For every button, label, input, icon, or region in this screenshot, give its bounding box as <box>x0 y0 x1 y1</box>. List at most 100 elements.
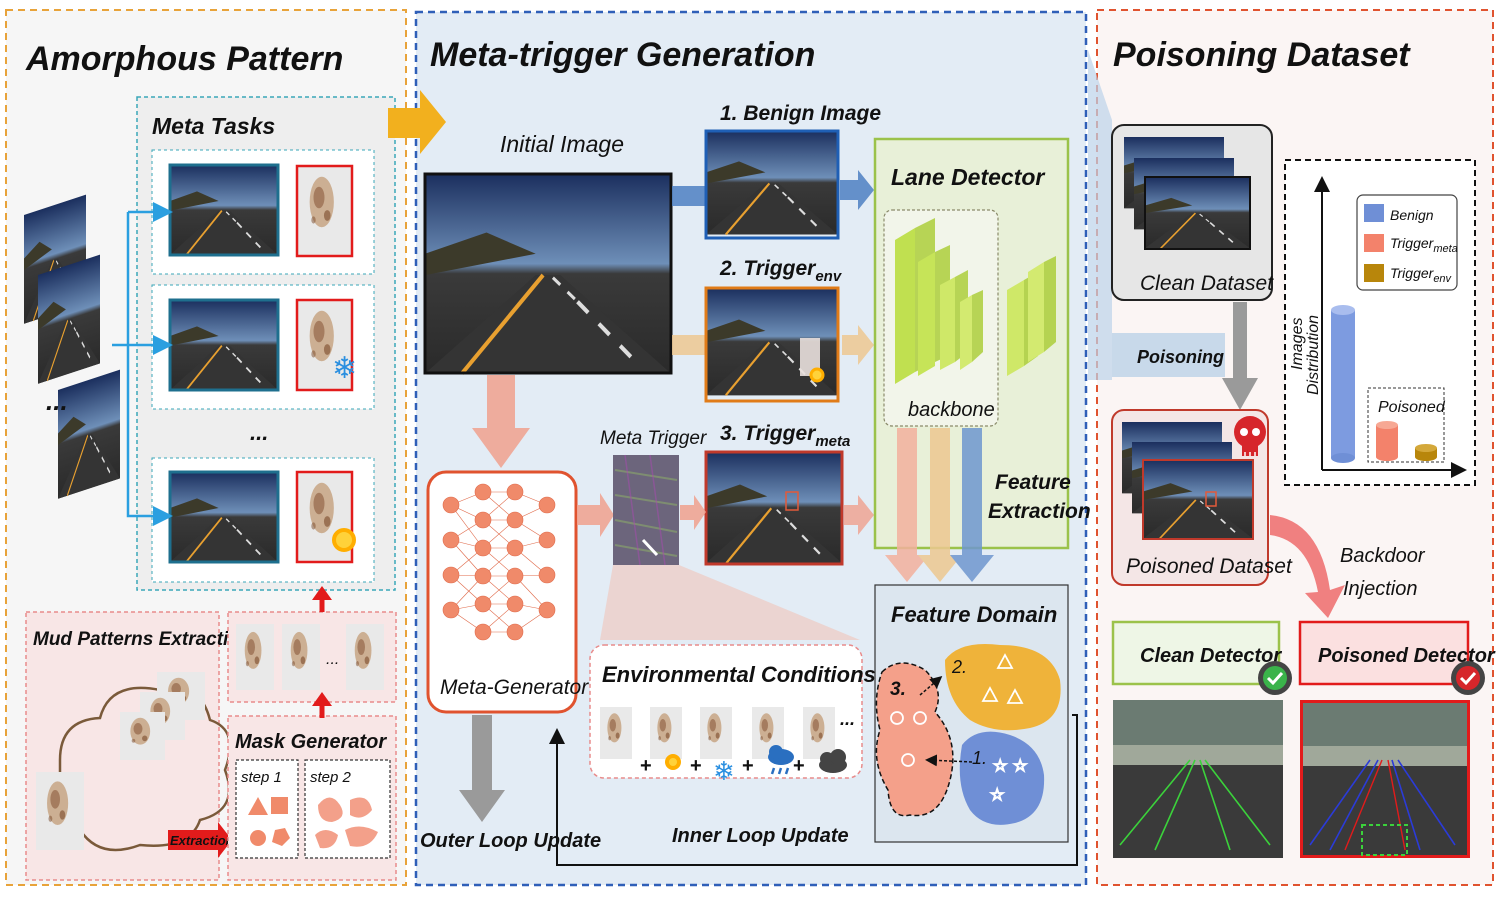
clean-detector-image <box>1113 700 1283 858</box>
legend-swatch-env <box>1364 264 1384 282</box>
checkmark-badge-red-icon <box>1451 661 1485 695</box>
trigger-meta-label: 3. Triggermeta <box>720 422 850 450</box>
backdoor-label-1: Backdoor <box>1340 545 1426 567</box>
distribution-axis-label-2: Distribution <box>1305 315 1322 395</box>
poisoned-dataset-images <box>1121 421 1254 540</box>
benign-image <box>704 129 840 240</box>
domain-circles <box>890 711 927 767</box>
domain-env-blob <box>945 644 1061 731</box>
clean-detector-header <box>1111 620 1281 686</box>
clean-to-poisoned-arrow <box>1222 302 1258 410</box>
extraction-arrow <box>168 822 232 858</box>
legend-label-env: Triggerenv <box>1390 265 1453 285</box>
domain-arrow-3 <box>919 676 943 696</box>
meta-to-detector <box>844 495 874 535</box>
distribution-axis-label-1: Images <box>1289 318 1306 370</box>
benign-to-detector <box>840 170 874 210</box>
domain-label-1: 1. <box>972 748 987 768</box>
trigger-meta-image <box>704 450 844 566</box>
domain-benign-blob <box>959 731 1045 825</box>
domain-arrow-1 <box>925 754 973 767</box>
domain-label-3: 3. <box>890 679 906 700</box>
feature-domain-title: Feature Domain <box>891 602 1057 627</box>
task-arrows <box>112 202 173 526</box>
sun-icon <box>332 528 356 552</box>
env-more: ... <box>840 709 855 729</box>
env-sun-cond-icon <box>665 754 681 770</box>
env-plus-signs: + + + + <box>640 755 805 777</box>
step2-shapes <box>315 797 378 849</box>
poisoning-title: Poisoning Dataset <box>1113 36 1411 74</box>
env-to-detector <box>842 325 874 365</box>
trigger-env-label: 2. Triggerenv <box>719 257 843 285</box>
initial-image <box>425 174 671 374</box>
meta-generator-box <box>426 470 578 714</box>
task-row-1 <box>151 149 375 275</box>
backdoor-arrow <box>1270 515 1345 618</box>
backdoor-label-2: Injection <box>1343 578 1418 600</box>
metagen-to-poison-wedge <box>1088 50 1112 380</box>
legend-label-meta: Triggermeta <box>1390 235 1458 255</box>
clean-detector-label: Clean Detector <box>1140 645 1282 667</box>
backbone-label: backbone <box>908 399 995 421</box>
svg-text:+: + <box>793 755 805 777</box>
poisoning-label: Poisoning <box>1137 347 1224 367</box>
poisoned-dataset-label: Poisoned Dataset <box>1126 555 1293 578</box>
orange-flow-arrow <box>388 90 446 154</box>
step1-label: step 1 <box>241 769 282 786</box>
poisoned-detector-image <box>1300 700 1470 858</box>
domain-stars: ☆ ☆ ☆ <box>989 757 1028 805</box>
trigger-env-bar <box>1415 444 1437 461</box>
stack-ellipsis: ... <box>46 386 68 416</box>
cloud-shape <box>52 686 232 852</box>
mask-dots: ... <box>326 651 339 668</box>
meta-tasks-title: Meta Tasks <box>152 113 275 139</box>
svg-text:+: + <box>640 755 652 777</box>
snowflake-icon: ❄ <box>332 352 357 385</box>
poisoned-detector-label: Poisoned Detector <box>1318 645 1496 667</box>
clean-dataset-images <box>1123 136 1251 250</box>
task-row-3 <box>151 457 375 583</box>
env-snow-icon: ❄ <box>713 756 735 786</box>
feature-arrows <box>885 428 994 582</box>
trigger-to-meta-image <box>680 495 706 530</box>
arrow-to-generator <box>472 375 530 468</box>
outer-loop-arrow <box>459 715 505 822</box>
benign-image-label: 1. Benign Image <box>720 102 881 125</box>
meta-generator-label: Meta-Generator <box>440 676 589 699</box>
generator-to-trigger <box>577 493 614 537</box>
backbone-layers <box>895 218 1056 384</box>
dark-cloud-icon <box>819 749 847 773</box>
tasks-ellipsis: ... <box>250 420 268 445</box>
initial-image-label: Initial Image <box>500 131 624 157</box>
inner-loop-label: Inner Loop Update <box>672 825 849 847</box>
legend-swatch-meta <box>1364 234 1384 252</box>
feature-extraction-label-1: Feature <box>995 471 1071 494</box>
domain-meta-blob <box>875 662 954 817</box>
meta-trigger-patch <box>613 454 679 566</box>
svg-text:+: + <box>742 755 754 777</box>
step1-shapes <box>248 797 290 846</box>
poisoned-detector-header <box>1298 620 1470 686</box>
feature-extraction-label-2: Extraction <box>988 500 1091 523</box>
step2-label: step 2 <box>310 769 352 786</box>
legend-swatch-benign <box>1364 204 1384 222</box>
task-row-2: ❄ <box>151 284 375 410</box>
svg-text:☆: ☆ <box>1013 758 1027 775</box>
trigger-env-image <box>704 286 840 403</box>
trigger-fan <box>600 565 860 640</box>
skull-icon <box>1234 416 1266 456</box>
inner-loop-line <box>549 714 1078 866</box>
rain-cloud-icon <box>768 745 794 775</box>
check-badge-icon <box>1258 661 1292 695</box>
neural-network-icon <box>442 483 556 641</box>
mask-generator-title: Mask Generator <box>235 731 387 753</box>
domain-label-2: 2. <box>951 657 967 677</box>
svg-text:+: + <box>690 755 702 777</box>
lane-detector-title: Lane Detector <box>891 164 1045 190</box>
clean-dataset-label: Clean Dataset <box>1140 272 1274 295</box>
outer-loop-label: Outer Loop Update <box>420 830 601 852</box>
mud-extraction-title: Mud Patterns Extraction <box>33 629 252 650</box>
extraction-tag: Extraction <box>170 833 234 848</box>
mask-output-images <box>236 624 384 690</box>
